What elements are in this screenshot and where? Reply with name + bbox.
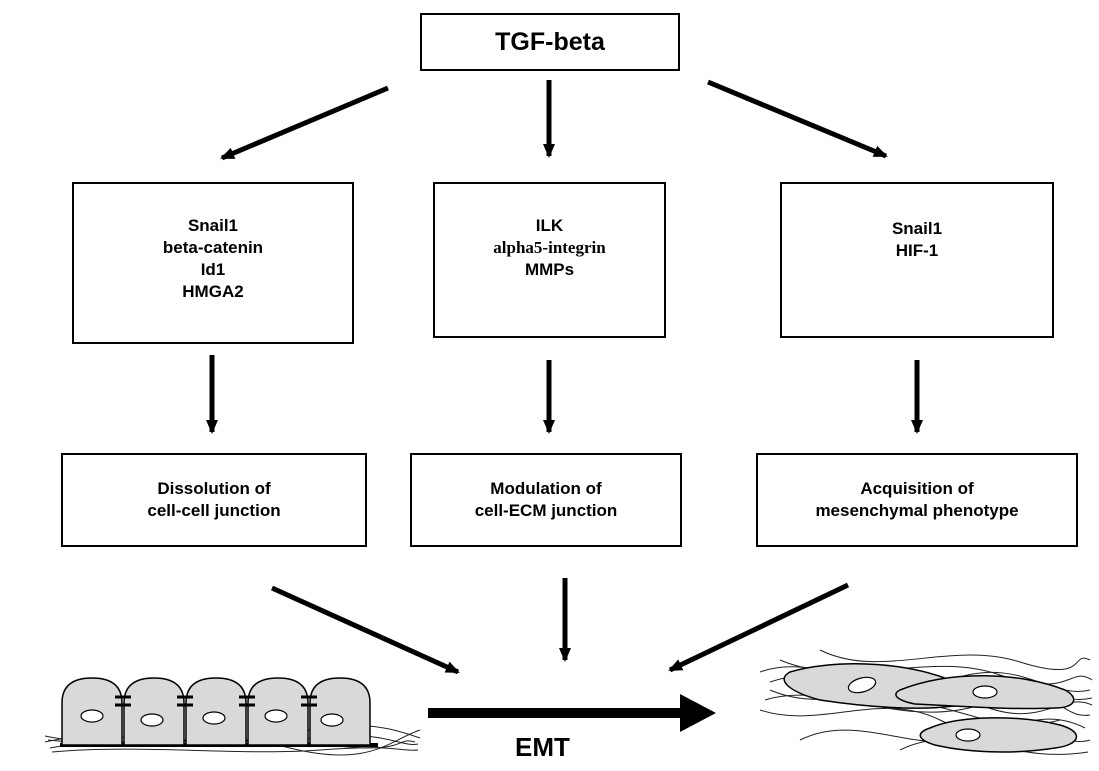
tgf-beta-box: TGF-beta	[420, 13, 680, 71]
arrow-tgf-to-left	[220, 85, 389, 161]
emt-label: EMT	[515, 732, 570, 762]
outcome-right-line1: Acquisition of	[860, 479, 974, 498]
arrow-right-outcome-to-emt	[668, 582, 850, 673]
mediator-box-center: ILK alpha5-integrin MMPs	[433, 182, 666, 338]
mediator-box-left: Snail1 beta-catenin Id1 HMGA2	[72, 182, 354, 344]
outcome-box-center: Modulation of cell-ECM junction	[410, 453, 682, 547]
outcome-right-line2: mesenchymal phenotype	[815, 501, 1019, 520]
epithelial-cells-illustration	[44, 677, 421, 756]
mediator-hif1: HIF-1	[895, 241, 939, 260]
mediator-snail1-right: Snail1	[891, 219, 943, 238]
arrow-left-outcome-to-emt	[270, 585, 460, 675]
outcome-box-right: Acquisition of mesenchymal phenotype	[756, 453, 1078, 547]
mesenchymal-cells-illustration	[759, 649, 1093, 755]
outcome-center-line2: cell-ECM junction	[474, 501, 618, 520]
outcome-box-left: Dissolution of cell-cell junction	[61, 453, 367, 547]
emt-big-arrow	[428, 694, 716, 732]
mediator-alpha5-integrin: alpha5-integrin	[493, 238, 606, 257]
mediator-snail1: Snail1	[187, 216, 239, 235]
outcome-left-line1: Dissolution of	[157, 479, 271, 498]
outcome-left-line2: cell-cell junction	[147, 501, 281, 520]
mediator-box-right: Snail1 HIF-1	[780, 182, 1054, 338]
mediator-hmga2: HMGA2	[182, 282, 244, 301]
tgf-beta-label: TGF-beta	[495, 27, 605, 56]
outcome-center-line1: Modulation of	[490, 479, 602, 498]
mediator-ilk: ILK	[535, 216, 564, 235]
mediator-mmps: MMPs	[524, 260, 575, 279]
arrow-tgf-to-right	[707, 79, 888, 159]
mediator-beta-catenin: beta-catenin	[162, 238, 264, 257]
mediator-id1: Id1	[200, 260, 226, 279]
